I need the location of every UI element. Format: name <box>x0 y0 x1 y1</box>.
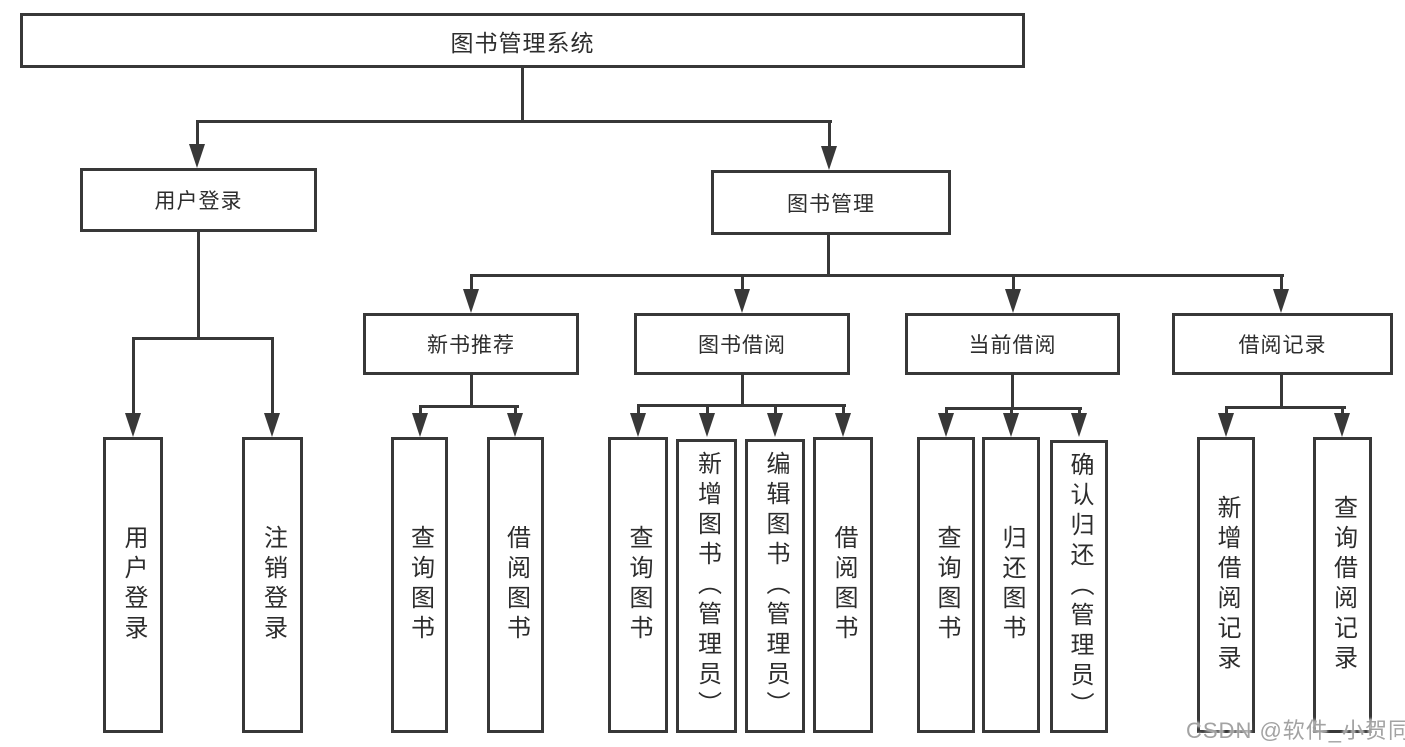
connector-line <box>1011 375 1014 407</box>
node-label: 借阅图书 <box>502 525 530 645</box>
node-confirm-return-admin: 确认归还（管理员） <box>1050 440 1108 733</box>
connector-line <box>419 405 519 408</box>
node-borrowing-records: 借阅记录 <box>1172 313 1393 375</box>
connector-arrowhead-down <box>734 289 750 313</box>
connector-arrowhead-down <box>1005 289 1021 313</box>
connector-arrowhead-down <box>699 413 715 437</box>
node-label: 图书借阅 <box>698 334 786 357</box>
connector-line <box>1280 375 1283 406</box>
node-label: 确认归还（管理员） <box>1066 451 1093 722</box>
connector-arrowhead-down <box>507 413 523 437</box>
connector-line <box>196 120 199 146</box>
node-label: 借阅记录 <box>1238 334 1327 357</box>
connector-line <box>842 404 845 414</box>
node-label: 注销登录 <box>259 525 287 645</box>
connector-arrowhead-down <box>630 413 646 437</box>
connector-line <box>132 337 274 340</box>
connector-line <box>132 337 135 413</box>
connector-arrowhead-down <box>1273 289 1289 313</box>
connector-arrowhead-down <box>1218 413 1234 437</box>
node-library-management-system: 图书管理系统 <box>20 13 1025 68</box>
connector-line <box>774 404 777 414</box>
connector-line <box>470 274 473 290</box>
connector-arrowhead-down <box>1003 413 1019 437</box>
connector-line <box>1010 407 1013 414</box>
connector-line <box>706 404 709 414</box>
connector-arrowhead-down <box>1334 413 1350 437</box>
node-label: 借阅图书 <box>830 525 857 645</box>
node-label: 图书管理系统 <box>450 29 595 56</box>
node-label: 新增图书（管理员） <box>693 451 721 721</box>
connector-arrowhead-down <box>125 413 141 437</box>
node-user-login: 用户登录 <box>103 437 163 733</box>
node-new-book-recommend: 新书推荐 <box>363 313 579 375</box>
node-label: 用户登录 <box>120 525 147 645</box>
node-query-books-current: 查询图书 <box>917 437 975 733</box>
connector-line <box>1225 406 1346 409</box>
connector-arrowhead-down <box>412 413 428 437</box>
connector-line <box>741 375 744 404</box>
node-borrow-books: 借阅图书 <box>813 437 873 733</box>
connector-arrowhead-down <box>938 413 954 437</box>
connector-line <box>271 337 274 413</box>
node-return-books: 归还图书 <box>982 437 1040 733</box>
connector-line <box>637 404 846 407</box>
node-label: 新增借阅记录 <box>1213 495 1240 675</box>
node-logout: 注销登录 <box>242 437 303 733</box>
connector-line <box>945 407 1082 410</box>
connector-line <box>828 120 831 148</box>
node-add-borrow-record: 新增借阅记录 <box>1197 437 1255 733</box>
node-label: 用户登录 <box>154 190 243 213</box>
node-label: 查询借阅记录 <box>1329 495 1357 675</box>
node-user-login-branch: 用户登录 <box>80 168 317 232</box>
connector-line <box>514 405 517 415</box>
connector-line <box>1280 274 1283 290</box>
node-query-books-borrowing: 查询图书 <box>608 437 668 733</box>
connector-arrowhead-down <box>767 413 783 437</box>
connector-line <box>1341 406 1344 414</box>
connector-arrowhead-down <box>835 413 851 437</box>
node-current-borrowing: 当前借阅 <box>905 313 1120 375</box>
connector-line <box>637 404 640 414</box>
connector-line <box>419 405 422 415</box>
connector-line <box>197 232 200 337</box>
connector-line <box>827 235 830 274</box>
connector-line <box>1225 406 1228 414</box>
node-query-borrow-record: 查询借阅记录 <box>1313 437 1372 733</box>
node-label: 当前借阅 <box>968 334 1057 357</box>
node-label: 图书管理 <box>787 192 875 216</box>
connector-arrowhead-down <box>463 289 479 313</box>
connector-arrowhead-down <box>1071 413 1087 437</box>
node-label: 查询图书 <box>406 525 434 645</box>
connector-line <box>741 274 744 290</box>
connector-line <box>470 274 1284 277</box>
connector-line <box>945 407 948 414</box>
node-edit-books-admin: 编辑图书（管理员） <box>745 439 805 733</box>
connector-line <box>197 120 832 123</box>
node-add-books-admin: 新增图书（管理员） <box>676 439 737 733</box>
csdn-watermark: CSDN @软件_小贺同学 <box>1186 718 1405 743</box>
connector-line <box>1012 274 1015 290</box>
connector-arrowhead-down <box>821 146 837 170</box>
node-query-books-recommend: 查询图书 <box>391 437 448 733</box>
connector-arrowhead-down <box>189 144 205 168</box>
node-label: 归还图书 <box>998 525 1025 645</box>
connector-line <box>521 68 524 120</box>
node-label: 查询图书 <box>625 525 652 645</box>
node-label: 查询图书 <box>933 525 960 645</box>
connector-line <box>1078 407 1081 414</box>
node-book-borrowing: 图书借阅 <box>634 313 850 375</box>
node-borrow-books-recommend: 借阅图书 <box>487 437 544 733</box>
connector-line <box>470 375 473 405</box>
node-label: 编辑图书（管理员） <box>762 451 789 721</box>
node-label: 新书推荐 <box>427 334 515 357</box>
connector-arrowhead-down <box>264 413 280 437</box>
node-book-management: 图书管理 <box>711 170 951 235</box>
